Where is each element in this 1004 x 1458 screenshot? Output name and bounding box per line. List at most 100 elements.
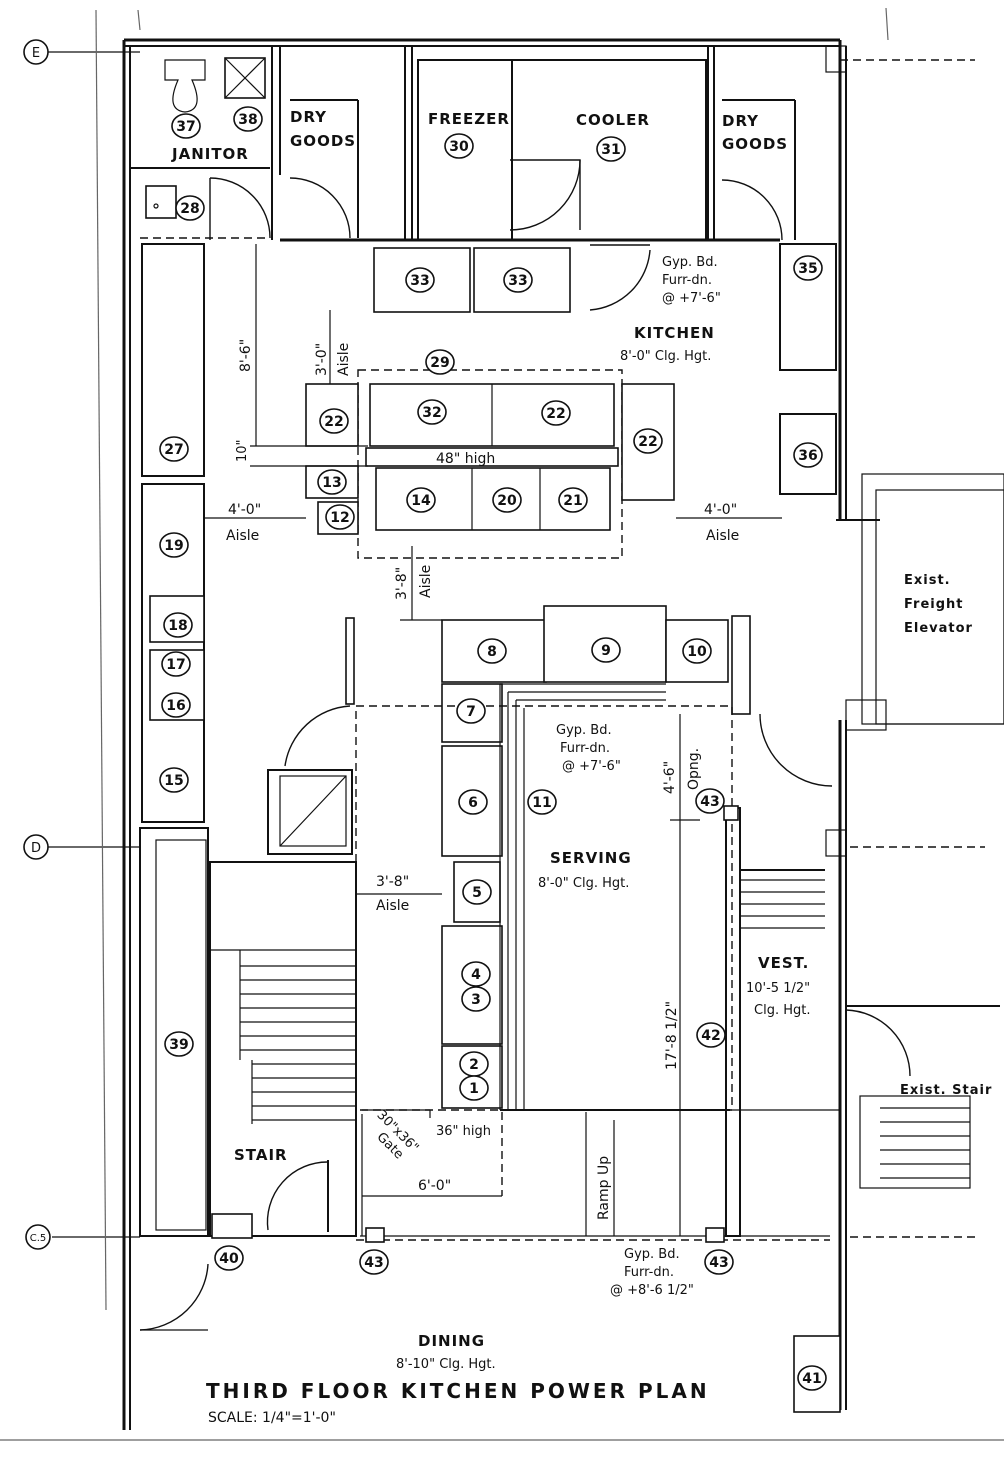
equipment-bubble-3 (461, 986, 491, 1012)
dim-4-0-right: 4'-0" (704, 502, 737, 518)
plan-title: THIRD FLOOR KITCHEN POWER PLAN (206, 1379, 710, 1403)
equipment-number-1: 1 (469, 1081, 479, 1097)
equipment-bubble-21 (558, 487, 588, 513)
equipment-bubble-17 (161, 651, 191, 677)
room-label-stair: STAIR (234, 1146, 288, 1164)
equipment-bubble-8 (477, 638, 507, 664)
equipment-number-22: 22 (546, 406, 565, 422)
plan-scale: SCALE: 1/4"=1'-0" (208, 1410, 336, 1426)
equipment-bubble-22 (633, 428, 663, 454)
equipment-bubble-12 (325, 504, 355, 530)
equipment-bubble-1 (459, 1075, 489, 1101)
equipment-number-11: 11 (532, 795, 551, 811)
equipment-number-9: 9 (601, 643, 611, 659)
equipment-bubble-16 (161, 692, 191, 718)
equipment-bubble-10 (682, 638, 712, 664)
room-label-exist-freight-3: Elevator (904, 621, 973, 636)
grid-label-d: D (31, 841, 41, 856)
equipment-number-30: 30 (449, 139, 469, 155)
equipment-bubble-32 (417, 399, 447, 425)
note-ramp-up: Ramp Up (596, 1156, 612, 1220)
equipment-bubble-14 (406, 487, 436, 513)
equipment-number-22: 22 (638, 434, 657, 450)
equipment-number-43: 43 (364, 1255, 383, 1271)
equipment-bubble-7 (456, 698, 486, 724)
dim-8-6: 8'-6" (238, 339, 254, 372)
gyp-note-3-line3: @ +8'-6 1/2" (610, 1283, 694, 1298)
equipment-bubble-18 (163, 612, 193, 638)
equipment-bubble-37 (171, 113, 201, 139)
equipment-number-38: 38 (238, 112, 257, 128)
equipment-bubble-13 (317, 469, 347, 495)
equipment-number-12: 12 (330, 510, 349, 526)
dim-3-8-serving: 3'-8" (376, 874, 409, 890)
equipment-bubble-28 (175, 195, 205, 221)
dim-aisle-serving: Aisle (376, 898, 409, 914)
room-label-vest: VEST. (758, 954, 809, 972)
center-island (305, 247, 675, 559)
equipment-bubble-15 (159, 767, 189, 793)
equipment-number-7: 7 (466, 704, 476, 720)
equipment-number-6: 6 (468, 795, 478, 811)
dim-4-6: 4'-6" (662, 761, 678, 794)
equipment-number-2: 2 (469, 1057, 479, 1073)
equipment-bubble-33 (405, 267, 435, 293)
equipment-bubble-11 (527, 789, 557, 815)
equipment-bubble-36 (793, 442, 823, 468)
equipment-number-5: 5 (472, 885, 482, 901)
equipment-number-3: 3 (471, 992, 481, 1008)
equipment-number-37: 37 (176, 119, 195, 135)
equipment-number-17: 17 (166, 657, 185, 673)
equipment-number-32: 32 (422, 405, 441, 421)
equipment-bubble-19 (159, 532, 189, 558)
room-label-kitchen: KITCHEN (634, 324, 715, 342)
equipment-bubble-43 (359, 1249, 389, 1275)
equipment-bubble-27 (159, 436, 189, 462)
note-48-high: 48" high (436, 451, 495, 467)
equipment-bubble-22 (541, 400, 571, 426)
equipment-number-20: 20 (497, 493, 517, 509)
equipment-bubble-39 (164, 1031, 194, 1057)
equipment-number-43: 43 (700, 794, 719, 810)
equipment-bubble-5 (462, 879, 492, 905)
room-label-dry-goods-right: DRY (722, 112, 759, 130)
room-label-exist-stair: Exist. Stair (900, 1083, 992, 1098)
equipment-number-43: 43 (709, 1255, 728, 1271)
dim-aisle-vertical-2: Aisle (418, 565, 434, 598)
room-label-janitor: JANITOR (171, 145, 249, 163)
equipment-number-22: 22 (324, 414, 343, 430)
equipment-number-33: 33 (508, 273, 527, 289)
vest-ceiling-height-1: 10'-5 1/2" (746, 981, 810, 996)
equipment-number-8: 8 (487, 644, 497, 660)
equipment-number-36: 36 (798, 448, 817, 464)
equipment-number-40: 40 (219, 1251, 239, 1267)
equipment-number-15: 15 (164, 773, 183, 789)
dim-10: 10" (235, 439, 250, 462)
equipment-number-13: 13 (322, 475, 341, 491)
equipment-number-27: 27 (164, 442, 183, 458)
equipment-number-33: 33 (410, 273, 429, 289)
equipment-bubble-43 (704, 1249, 734, 1275)
exterior-walls (122, 38, 847, 1430)
equipment-number-42: 42 (701, 1028, 720, 1044)
dimension-lines (204, 244, 782, 1236)
equipment-number-41: 41 (802, 1371, 821, 1387)
equipment-bubble-20 (492, 487, 522, 513)
title-block: THIRD FLOOR KITCHEN POWER PLAN SCALE: 1/… (206, 1379, 710, 1426)
gyp-note-2-line3: @ +7'-6" (562, 759, 621, 774)
equipment-bubble-42 (696, 1022, 726, 1048)
note-36-high: 36" high (436, 1124, 491, 1139)
dim-6-0: 6'-0" (418, 1178, 451, 1194)
equipment-number-16: 16 (166, 698, 185, 714)
dim-3-0: 3'-0" (314, 343, 330, 376)
top-rooms (130, 46, 796, 311)
equipment-bubble-9 (591, 637, 621, 663)
gyp-note-1-line1: Gyp. Bd. (662, 255, 718, 270)
electrical-panels (365, 805, 739, 1243)
equipment-number-4: 4 (471, 967, 481, 983)
grid-label-e: E (32, 46, 40, 61)
room-label-cooler: COOLER (576, 111, 650, 129)
equipment-number-21: 21 (563, 493, 582, 509)
dining-ceiling-height: 8'-10" Clg. Hgt. (396, 1357, 496, 1372)
